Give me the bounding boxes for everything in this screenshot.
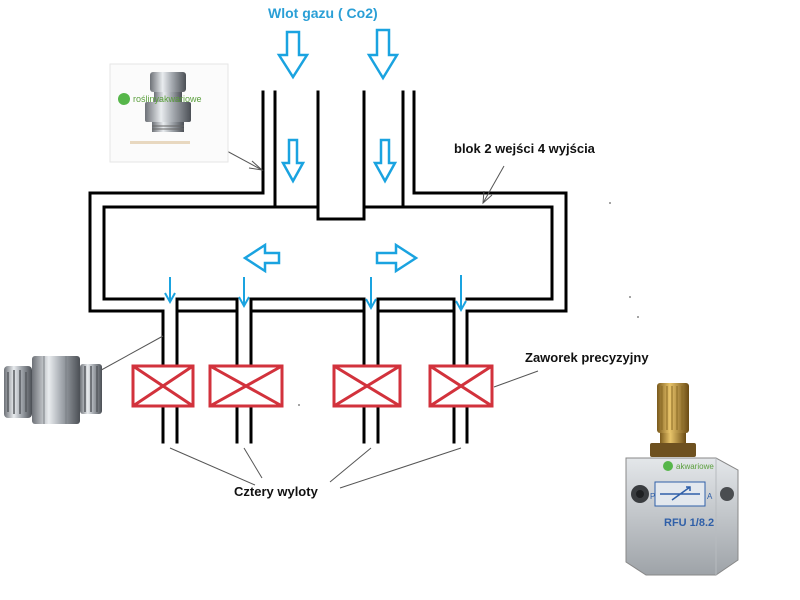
push-fitting-brand: roślinyakwariowe [133,94,202,104]
pipe-inner-right [401,90,554,301]
valve-cross-icon [131,364,195,408]
leader-outlets-1 [169,447,256,486]
branch-2 [235,297,253,368]
flow-arrow-icon [280,138,306,184]
leader-block-head [482,190,493,205]
flow-arrow-icon [375,242,419,274]
outlet-1 [161,404,179,444]
outlet-2 [235,404,253,444]
leader-lines [93,142,539,489]
flow-arrow-icon [164,277,176,305]
small-flow-arrows [164,275,467,313]
valve-cross-icon [332,364,402,408]
valves [131,364,494,408]
flow-arrow-icon [238,277,250,309]
flow-arrow-icon [242,242,281,274]
dot [609,202,611,204]
branch-4 [452,297,469,368]
flow-arrow-icon [276,30,310,80]
flow-arrow-icon [365,277,377,311]
valve-port-right: A [707,492,713,501]
label-outlets: Cztery wyloty [234,484,319,499]
push-fitting-photo: roślinyakwariowe [109,63,229,163]
valve-brand: akwariowe [676,462,714,471]
flow-arrows [242,28,419,274]
leader-nipple [93,335,164,375]
flow-arrow-icon [372,138,398,184]
pipe-outer-right [412,90,568,340]
valve-cross-icon [428,364,494,408]
leader-valve [493,370,539,388]
valve-model: RFU 1/8.2 [664,517,714,529]
pipe-block [88,90,568,444]
precision-valve-photo: P A RFU 1/8.2 akwariowe [625,383,739,576]
flow-arrow-icon [455,275,467,313]
flow-arrow-icon [366,28,400,81]
dot [629,296,631,298]
label-valve: Zaworek precyzyjny [525,350,649,365]
leader-block [482,165,505,204]
label-inlet: Wlot gazu ( Co2) [268,5,378,21]
leader-outlets-3 [329,447,372,483]
valve-cross-icon [208,364,284,408]
pipe-middle-u [316,90,366,221]
branch-1 [161,297,179,368]
label-block: blok 2 wejści 4 wyjścia [454,141,596,156]
leader-push-fitting-head [248,160,264,171]
leader-outlets-2 [243,447,263,479]
outlet-3 [362,404,380,444]
dot [637,316,639,318]
leader-outlets-4 [339,447,462,489]
branch-3 [362,297,380,368]
outlet-4 [452,404,469,444]
dot [298,404,300,406]
valve-port-left: P [650,492,655,501]
nipple-adapter-photo [4,356,102,424]
pipe-inner-left [102,90,277,301]
